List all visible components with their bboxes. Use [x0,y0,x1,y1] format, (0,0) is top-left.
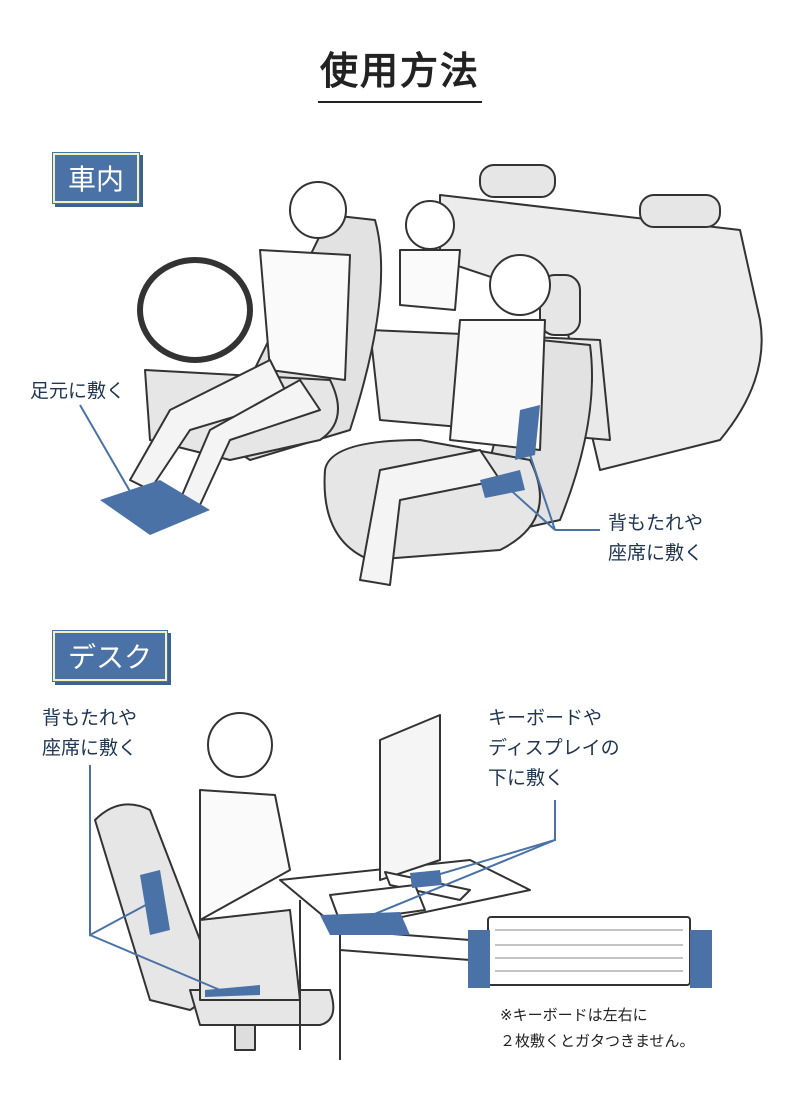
section-label-car: 車内 [52,152,141,204]
section-label-desk: デスク [52,630,169,682]
page-title: 使用方法 [0,40,800,103]
callout-desk-seat: 背もたれや 座席に敷く [42,707,138,759]
keyboard-note: ※キーボードは左右に ２枚敷くとガタつきません。 [500,1006,695,1050]
callout-car-seat: 背もたれや 座席に敷く [608,512,704,564]
callout-desk-keyboard: キーボードや ディスプレイの 下に敷く [488,707,620,789]
callout-car-floor: 足元に敷く [30,380,126,402]
